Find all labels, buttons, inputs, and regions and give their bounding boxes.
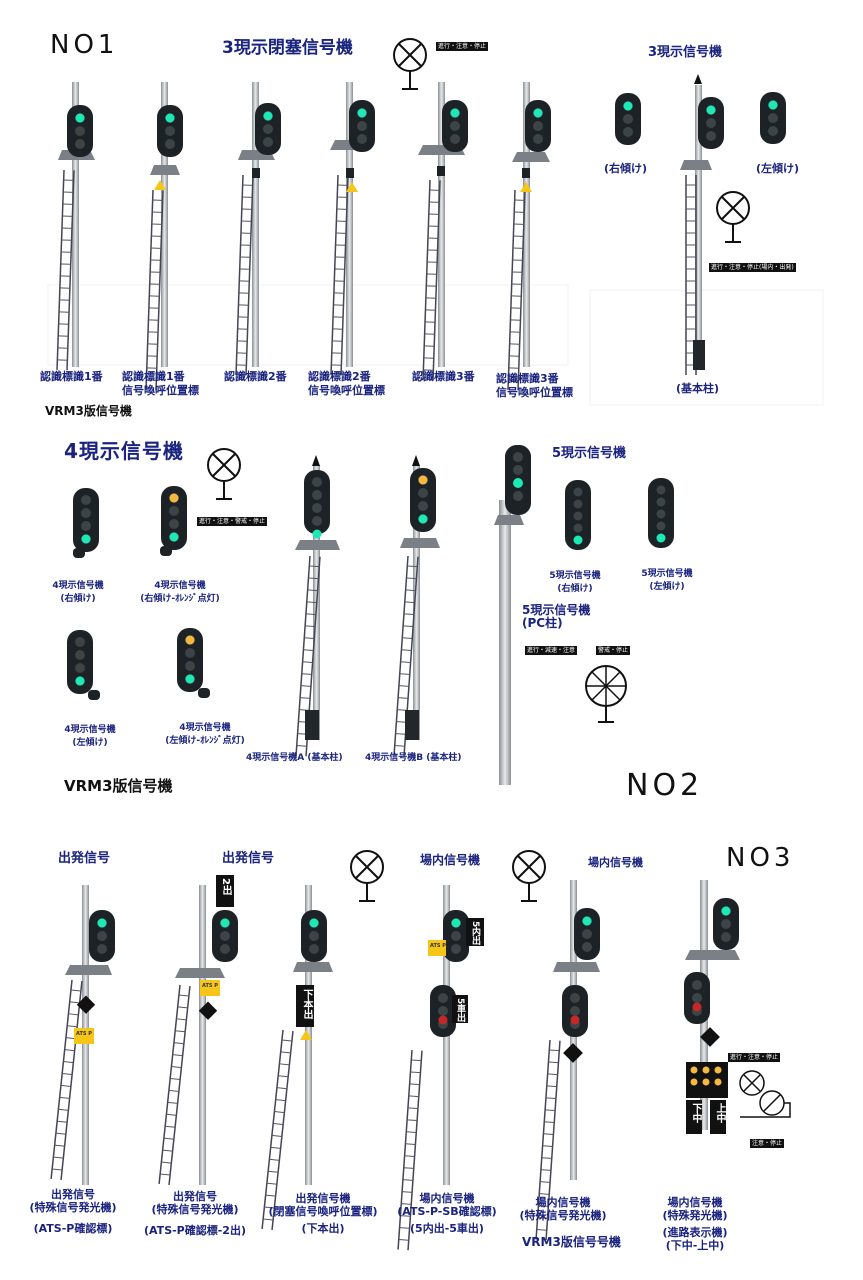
block-signal-1 <box>56 82 95 371</box>
caption-home-3: 場内信号機(特殊発光機)(進路表示機)(下中-上中) <box>662 1196 728 1252</box>
plate-shimohon: 下本出 <box>301 989 312 1019</box>
tag-4aspect: 進行・注意・警戒・停止 <box>197 517 268 526</box>
sig4-left-orange <box>177 628 210 698</box>
plate-atsp-1: ATS P <box>76 1031 92 1037</box>
caption-home-1: 場内信号機(ATS-P-SB確認標)(5内出-5車出) <box>397 1192 497 1235</box>
plate-atsp-3: ATS P <box>430 943 446 949</box>
label-4b: 4現示信号機B (基本柱) <box>365 753 462 763</box>
home-signal-3 <box>684 880 740 1134</box>
block-signal-3 <box>235 82 281 376</box>
symbol-5aspect <box>585 665 627 723</box>
home-signal-2 <box>535 880 600 1241</box>
label-id-1b: 認識標識1番 <box>122 370 185 383</box>
title-4aspect: 4現示信号機 <box>64 439 184 463</box>
home-signal-1 <box>397 885 484 1251</box>
sig5-left <box>648 478 674 548</box>
plate-5nai: 5内出 <box>470 921 480 946</box>
label-left-tilt: (左傾け) <box>756 162 800 175</box>
tag-route-2: 注意・停止 <box>750 1139 785 1148</box>
label-5-left: 5現示信号機(左傾け) <box>641 569 693 592</box>
signal-left-tilt <box>760 92 786 144</box>
label-id-2b: 認識標識2番 <box>308 370 371 383</box>
plate-shimo: 下中 <box>690 1103 701 1123</box>
plate-2de: 2出 <box>220 878 231 895</box>
footer-vrm3-3: VRM3版信号号機 <box>522 1235 621 1249</box>
footer-vrm3-1: VRM3版信号機 <box>45 404 132 418</box>
label-id-3b: 認識標識3番 <box>496 372 559 385</box>
label-5-right: 5現示信号機(右傾け) <box>549 571 601 594</box>
signal-right-tilt <box>615 93 641 145</box>
tag-3aspect: 進行・注意・停止(場内・出発) <box>709 263 796 272</box>
block-signal-2 <box>145 82 183 391</box>
caption-dep-2: 出発信号(特殊信号発光機)(ATS-P確認標-2出) <box>144 1190 246 1237</box>
block-signal-6 <box>507 82 551 391</box>
sig5-pc-pole <box>494 445 531 785</box>
sig4-left <box>67 630 100 700</box>
sig5-right <box>565 480 591 550</box>
caption-dep-3: 出発信号機(閉塞信号喚呼位置標)(下本出) <box>268 1192 378 1235</box>
label-call-1: 信号喚呼位置標 <box>122 384 199 397</box>
title-home-1: 場内信号機 <box>420 853 481 867</box>
tag-route-1: 進行・注意・停止 <box>728 1053 781 1062</box>
base-pole-signal <box>680 74 724 376</box>
title-departure-1: 出発信号 <box>58 851 111 866</box>
symbol-block-x <box>393 38 427 90</box>
label-4-left-orange: 4現示信号機(左傾け-ｵﾚﾝｼﾞ点灯) <box>165 723 245 746</box>
symbol-departure-x <box>350 850 384 902</box>
section-no2: NO2 <box>626 768 704 803</box>
section-no1: NO1 <box>50 30 119 60</box>
plate-5sha: 5車出 <box>455 998 465 1023</box>
block-signal-5 <box>418 82 468 381</box>
title-departure-2: 出発信号 <box>222 851 275 866</box>
symbol-3aspect-x <box>716 191 750 243</box>
block-signal-4 <box>330 82 375 376</box>
symbol-home-x <box>512 850 546 902</box>
dep-signal-3 <box>261 885 333 1231</box>
symbol-4aspect-x <box>207 448 241 500</box>
dep-signal-1 <box>50 885 115 1185</box>
title-home-2: 場内信号機 <box>588 856 643 869</box>
title-3aspect: 3現示信号機 <box>648 45 723 60</box>
label-right-tilt: (右傾け) <box>604 162 648 175</box>
label-4-right: 4現示信号機(右傾け) <box>52 581 104 604</box>
sig4-b-base-pole <box>393 455 440 757</box>
title-5aspect: 5現示信号機 <box>552 446 627 461</box>
label-call-3: 信号喚呼位置標 <box>496 386 573 399</box>
sig4-right-orange <box>160 486 187 556</box>
tag-block: 進行・注意・停止 <box>436 42 489 51</box>
tag-5aspect-a: 進行・減速・注意 <box>525 646 578 655</box>
sig4-a-base-pole <box>295 455 340 757</box>
label-call-2: 信号喚呼位置標 <box>308 384 385 397</box>
footer-vrm3-2: VRM3版信号機 <box>64 777 173 795</box>
title-3aspect-block: 3現示閉塞信号機 <box>222 38 353 58</box>
symbol-route-indicator <box>739 1070 791 1118</box>
label-id-3: 認識標識3番 <box>412 370 475 383</box>
label-base-pole: (基本柱) <box>676 382 720 395</box>
label-4-left: 4現示信号機(左傾け) <box>64 725 116 748</box>
label-5-pc: 5現示信号機(PC柱) <box>522 603 591 630</box>
sig4-right <box>73 488 99 558</box>
tag-5aspect-b: 警戒・停止 <box>596 646 631 655</box>
caption-dep-1: 出発信号(特殊信号発光機)(ATS-P確認標) <box>29 1188 117 1235</box>
plate-kami: 上中 <box>714 1103 725 1123</box>
dep-signal-2 <box>158 875 238 1186</box>
plate-atsp-2: ATS P <box>202 983 218 989</box>
label-id-2: 認識標識2番 <box>224 370 287 383</box>
section-no3: NO3 <box>726 843 795 873</box>
caption-home-2: 場内信号機(特殊信号発光機) <box>519 1196 607 1222</box>
label-4-right-orange: 4現示信号機(右傾け-ｵﾚﾝｼﾞ点灯) <box>140 581 220 604</box>
label-4a: 4現示信号機A (基本柱) <box>246 753 343 763</box>
label-id-1: 認識標識1番 <box>40 370 103 383</box>
